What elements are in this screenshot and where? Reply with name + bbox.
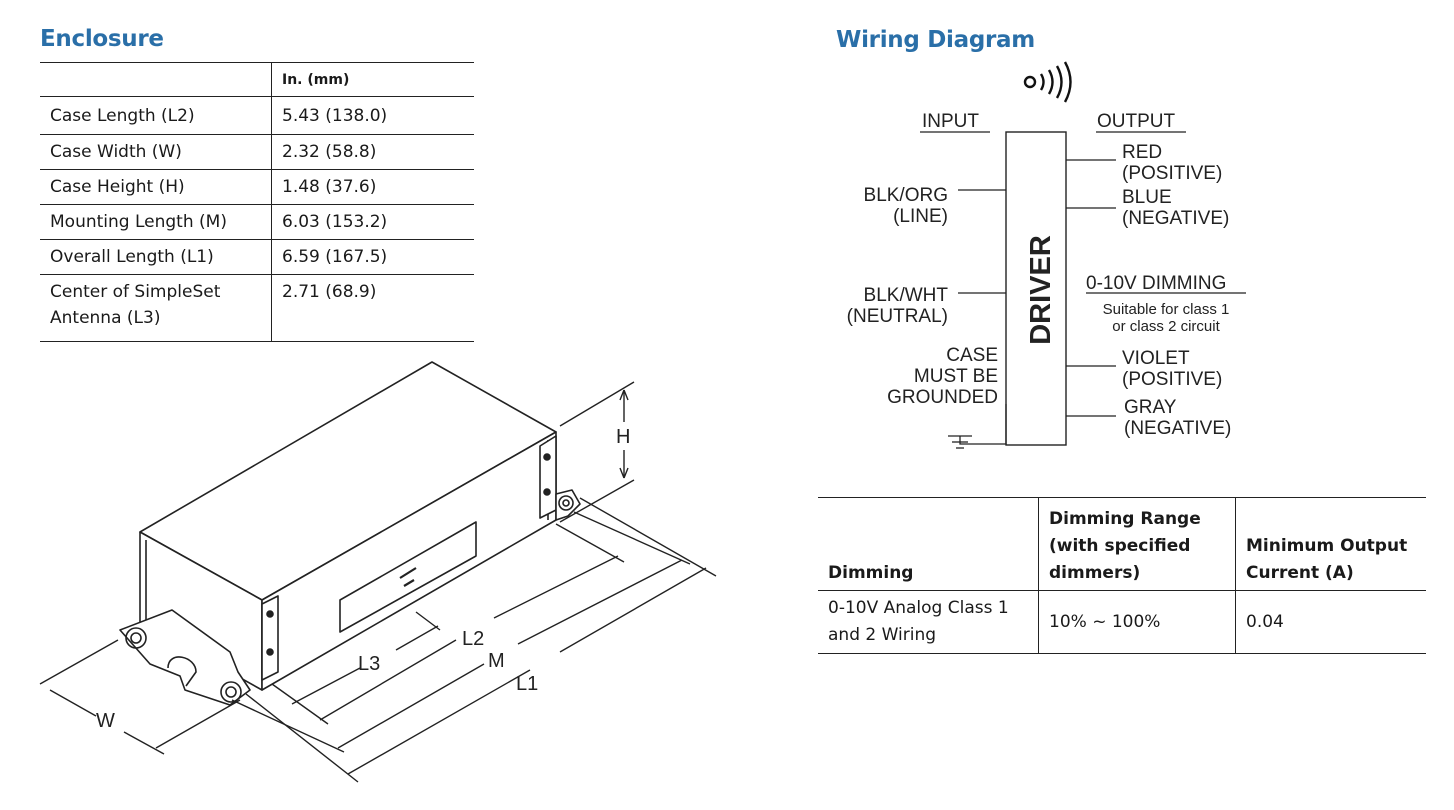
header-line: Current (A) [1246,563,1354,583]
enclosure-header-row: In. (mm) [40,62,474,97]
gray-label: GRAY [1124,397,1177,418]
dimming-table: Dimming Dimming Range (with specified di… [818,497,1426,654]
dimension-label: Case Height (H) [40,169,272,205]
blk-wht-label: BLK/WHT [864,285,949,306]
enclosure-unit-header: In. (mm) [271,62,474,97]
dimension-value: 2.71 (68.9) [271,274,474,342]
table-row: 0-10V Analog Class 1 and 2 Wiring 10% ~ … [818,590,1426,654]
dimension-value: 6.59 (167.5) [271,239,474,275]
header-line: dimmers) [1049,563,1141,583]
table-row: Center of SimpleSet Antenna (L3) 2.71 (6… [40,274,474,342]
table-row: Case Height (H) 1.48 (37.6) [40,169,474,205]
header-line: Minimum Output [1246,536,1408,556]
dimension-label-h: H [616,426,630,448]
enclosure-title: Enclosure [40,26,164,52]
wiring-diagram: DRIVER INPUT OUTPUT BLK/ORG (LINE) BLK/W… [847,61,1246,449]
dimension-value: 5.43 (138.0) [271,96,474,135]
enclosure-table: In. (mm) Case Length (L2) 5.43 (138.0) C… [40,62,474,342]
dimension-lines [39,381,717,783]
case-label: CASE [946,345,998,366]
label-plate [339,521,477,633]
dimension-label-line2: Antenna (L3) [50,308,161,328]
neutral-label: (NEUTRAL) [847,306,948,327]
cell-line: 0-10V Analog Class 1 [828,598,1009,618]
min-output-cell: 0.04 [1235,590,1426,654]
case-label: MUST BE [914,366,998,387]
dimming-header-row: Dimming Dimming Range (with specified di… [818,497,1426,591]
red-positive-label: (POSITIVE) [1122,163,1222,184]
driver-label: DRIVER [1025,235,1057,345]
enclosure-header-blank [40,62,272,97]
table-row: Case Length (L2) 5.43 (138.0) [40,96,474,135]
violet-label: VIOLET [1122,348,1190,369]
dimension-label-l1: L1 [516,673,538,695]
wires [920,131,1246,445]
dimension-label-m: M [488,650,505,672]
dimension-label-w: W [96,710,115,732]
dimming-range-cell: 10% ~ 100% [1038,590,1236,654]
output-label: OUTPUT [1097,111,1176,132]
case-label: GROUNDED [887,387,998,408]
suitable-label: Suitable for class 1 [1103,301,1230,318]
dimming-range-header: Dimming Range (with specified dimmers) [1038,497,1236,591]
dimming-title-label: 0-10V DIMMING [1086,273,1226,294]
ground-icon [948,435,972,449]
table-row: Mounting Length (M) 6.03 (153.2) [40,204,474,240]
dimension-value: 1.48 (37.6) [271,169,474,205]
dimension-value: 6.03 (153.2) [271,204,474,240]
dimension-label: Mounting Length (M) [40,204,272,240]
min-output-header: Minimum Output Current (A) [1235,497,1426,591]
violet-positive-label: (POSITIVE) [1122,369,1222,390]
front-bracket [261,595,279,681]
dimming-header: Dimming [818,497,1039,591]
header-line: (with specified [1049,536,1191,556]
blue-negative-label: (NEGATIVE) [1122,208,1229,229]
dimming-type-cell: 0-10V Analog Class 1 and 2 Wiring [818,590,1039,654]
blue-label: BLUE [1122,187,1172,208]
wiring-diagram-title: Wiring Diagram [836,27,1035,53]
wireless-signal-icon [1023,61,1072,103]
dimension-label: Center of SimpleSet Antenna (L3) [40,274,272,342]
dimension-label: Case Length (L2) [40,96,272,135]
line-label: (LINE) [893,206,948,227]
enclosure-drawing: H W L1 M L2 L3 [39,361,717,783]
input-label: INPUT [922,111,979,132]
cell-line: and 2 Wiring [828,625,937,645]
blk-org-label: BLK/ORG [864,185,948,206]
red-label: RED [1122,142,1162,163]
table-row: Case Width (W) 2.32 (58.8) [40,134,474,170]
driver-box [1005,131,1067,446]
dimension-label: Case Width (W) [40,134,272,170]
suitable-label: or class 2 circuit [1112,318,1220,335]
dimension-label-l2: L2 [462,628,484,650]
dimension-label-l3: L3 [358,653,380,675]
dimension-label-line1: Center of SimpleSet [50,282,221,302]
gray-negative-label: (NEGATIVE) [1124,418,1231,439]
header-line: Dimming Range [1049,509,1201,529]
